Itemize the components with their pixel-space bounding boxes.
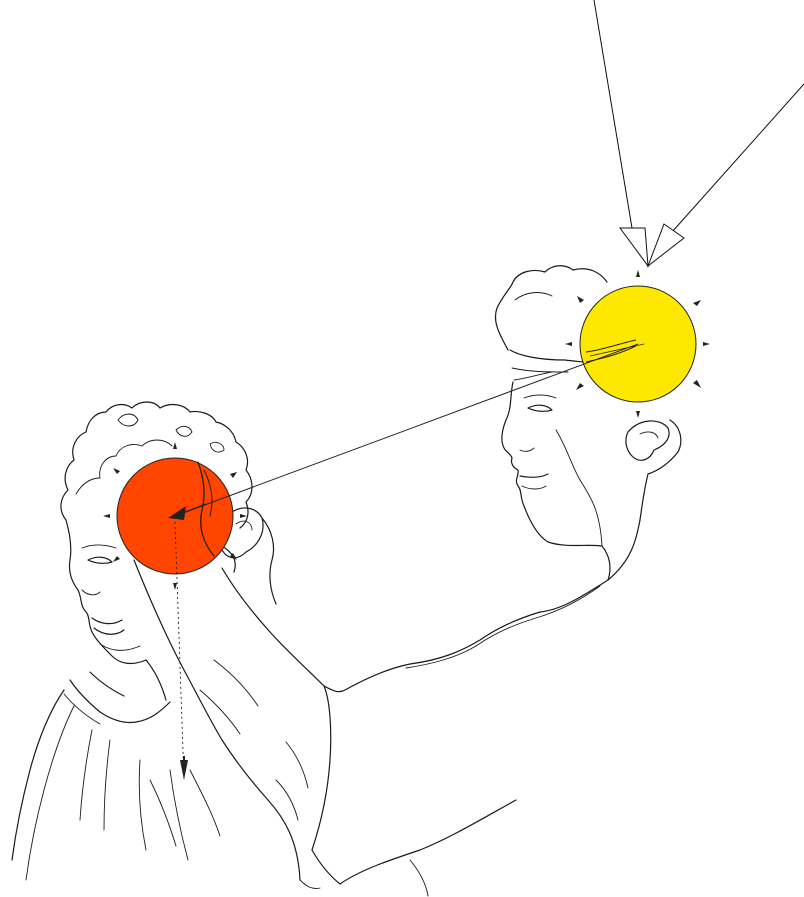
holder-figure-mouth (92, 618, 122, 624)
holder-figure-eye (88, 557, 112, 563)
holder-figure-collar (70, 680, 170, 723)
holder-figure-sleeve-fold (200, 660, 258, 734)
lit-figure-face-profile (502, 382, 602, 546)
holder-figure-hair-curl (118, 414, 138, 426)
lit-figure-brow-band-2 (514, 372, 552, 380)
holder-figure-nose (82, 590, 100, 595)
holder-figure-torso-left (12, 690, 64, 860)
projection-line (168, 344, 638, 520)
lit-figure-brow-band (512, 368, 568, 372)
holder-figure-back-head (262, 518, 276, 604)
lit-figure-eyelid (524, 395, 556, 398)
lit-figure-ear-inner (640, 432, 658, 438)
holder-figure-arm-upper (134, 560, 300, 880)
holder-figure-neck (90, 660, 166, 700)
lit-figure-mouth (520, 474, 548, 477)
holder-figure-ear-inner (236, 521, 252, 530)
holder-figure-shirt-fold (80, 730, 110, 830)
lit-figure-lip (522, 486, 546, 489)
incoming-ray-arrow-2 (648, 84, 804, 266)
lit-figure-cheek (556, 430, 602, 546)
lit-figure-hair-strand (515, 293, 552, 300)
holder-figure-sleeve-fold-2 (276, 742, 308, 820)
holder-figure-lips (94, 628, 124, 634)
lit-figure-back-head (640, 420, 681, 520)
incoming-ray-arrow-1 (594, 0, 648, 266)
holder-figure-arm-lower (222, 568, 331, 850)
lit-figure-neck (602, 546, 610, 580)
holder-figure-hair-curl-2 (176, 426, 192, 436)
lit-figure-nostril (520, 448, 534, 451)
holder-figure-forearm (324, 686, 345, 692)
lit-figure-ear (626, 421, 669, 460)
holder-figure-hem (300, 880, 320, 889)
holder-figure-body-right (312, 800, 516, 884)
holder-figure-eyebrow (82, 545, 116, 548)
holder-figure-bottom-fold (410, 860, 428, 896)
holder-figure-collar-2 (64, 694, 100, 724)
holder-figure-hair-curl-3 (210, 442, 224, 452)
holder-figure-torso-left-2 (26, 706, 74, 880)
holder-figure-left-torso-fold (150, 770, 220, 846)
holder-figure (12, 402, 516, 896)
lit-figure-eye (528, 405, 552, 411)
